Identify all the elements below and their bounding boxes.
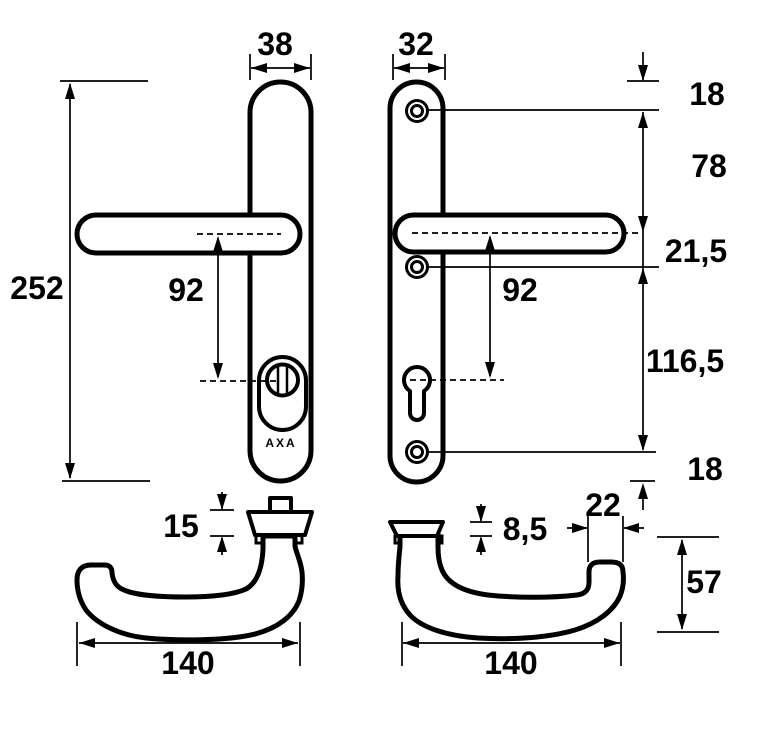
- dimension-left-collar-height: 15: [163, 492, 234, 555]
- left-spindle-nub: [268, 496, 293, 514]
- left-handle-body: [74, 533, 305, 643]
- thumbturn-circle: [265, 362, 300, 398]
- dimension-left-plate-width: 38: [249, 26, 312, 80]
- dim-arrows: [485, 235, 495, 378]
- column-arrows: [638, 65, 648, 499]
- dim-label-78: 78: [691, 148, 727, 184]
- dimension-right-plate-width: 32: [392, 26, 446, 80]
- dim-label-22: 22: [585, 487, 621, 523]
- dimension-column-right: 18 78 21,5 116,5 18: [428, 52, 727, 510]
- right-plate-front-view: [387, 79, 627, 485]
- dimension-right-handle-length: 140: [401, 622, 622, 681]
- dim-label-252: 252: [10, 270, 63, 306]
- centerlines-dashed: [197, 232, 640, 382]
- dimension-handle-to-cylinder-left: 92: [168, 236, 223, 379]
- right-collar: [388, 520, 445, 538]
- column-lines: [428, 52, 659, 510]
- dim-label-15: 15: [163, 508, 199, 544]
- dim-lines: [60, 80, 150, 482]
- left-handle-side-view: [74, 496, 314, 643]
- dimension-handle-to-cylinder-right: 92: [485, 235, 538, 378]
- dim-arrows: [572, 523, 639, 533]
- right-lever: [392, 212, 627, 255]
- dim-label-140-right: 140: [484, 645, 537, 681]
- dim-arrows: [394, 63, 444, 73]
- dim-arrows: [251, 63, 310, 73]
- brand-label: AXA: [265, 436, 296, 450]
- dim-label-32: 32: [398, 26, 434, 62]
- thumbturn-grip-lines: [276, 367, 289, 393]
- screw-hole-bottom-inner: [410, 445, 424, 459]
- dim-arrows: [217, 494, 227, 552]
- dim-label-57: 57: [686, 564, 722, 600]
- dim-lines: [567, 516, 644, 562]
- dim-label-18-top: 18: [689, 76, 725, 112]
- dim-label-38: 38: [257, 26, 293, 62]
- screw-hole-middle-inner: [410, 260, 424, 274]
- dim-label-8-5: 8,5: [503, 511, 547, 547]
- dim-lines: [401, 622, 622, 666]
- dimension-left-handle-length: 140: [76, 622, 301, 681]
- dim-arrows: [476, 506, 486, 552]
- left-lever: [74, 212, 303, 256]
- dim-label-140-left: 140: [161, 645, 214, 681]
- dim-label-92-right: 92: [502, 272, 538, 308]
- dim-arrows: [213, 236, 223, 379]
- right-handle-body: [395, 531, 626, 642]
- dim-label-18-bottom: 18: [687, 451, 723, 487]
- dimension-grip-end-width: 22: [567, 487, 644, 562]
- dim-label-21-5: 21,5: [665, 233, 727, 269]
- screw-hole-top-inner: [410, 104, 424, 118]
- left-collar: [246, 510, 314, 537]
- right-handle-side-view: [388, 520, 626, 642]
- right-backplate: [387, 79, 446, 485]
- dim-lines: [76, 622, 301, 666]
- dimension-plate-height: 252: [10, 80, 150, 482]
- dimension-handle-depth: 57: [657, 536, 722, 633]
- dimension-right-collar-height: 8,5: [470, 504, 547, 555]
- dim-label-92-left: 92: [168, 272, 204, 308]
- dim-label-116-5: 116,5: [646, 343, 724, 379]
